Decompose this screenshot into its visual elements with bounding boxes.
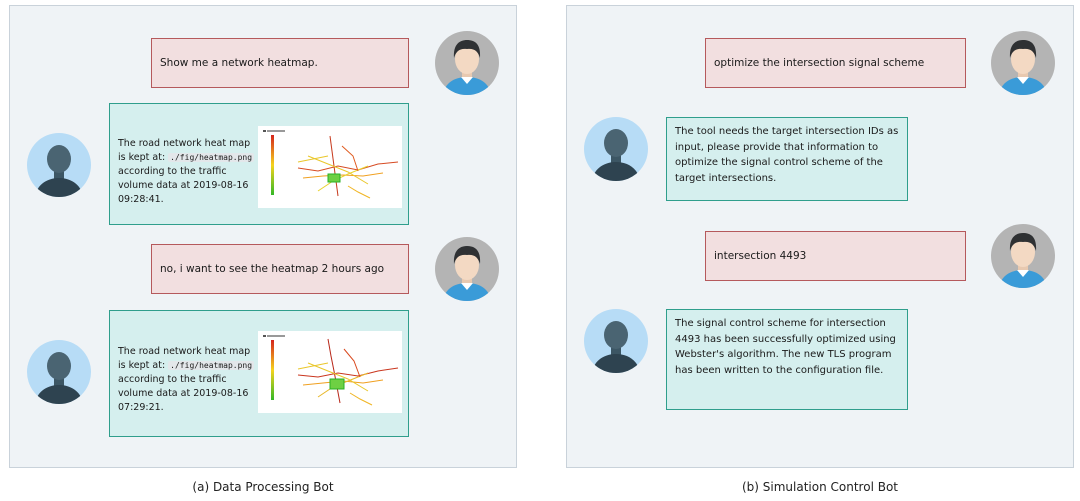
- user-avatar: [435, 237, 499, 301]
- user-message-bubble: no, i want to see the heatmap 2 hours ag…: [151, 244, 409, 294]
- bot-message-bubble: The signal control scheme for intersecti…: [666, 309, 908, 410]
- panel-caption: (b) Simulation Control Bot: [742, 480, 898, 494]
- user-avatar-icon: [443, 246, 491, 301]
- file-path-code: ./fig/heatmap.png: [168, 361, 255, 370]
- user-avatar-icon: [443, 40, 491, 95]
- user-message-text: no, i want to see the heatmap 2 hours ag…: [160, 262, 385, 275]
- bot-avatar-icon: [592, 321, 640, 373]
- bot-avatar: [584, 309, 648, 373]
- user-message-bubble: intersection 4493: [705, 231, 966, 281]
- user-avatar-icon: [999, 233, 1047, 288]
- heatmap-thumbnail: [258, 126, 402, 208]
- bot-message-bubble: The tool needs the target intersection I…: [666, 117, 908, 201]
- user-message-text: optimize the intersection signal scheme: [714, 56, 925, 69]
- user-message-text: intersection 4493: [714, 249, 807, 262]
- bot-avatar: [27, 340, 91, 404]
- bot-avatar-icon: [35, 145, 83, 197]
- bot-message-bubble: The road network heat map is kept at: ./…: [109, 103, 409, 225]
- user-avatar: [435, 31, 499, 95]
- heatmap-thumbnail: [258, 331, 402, 413]
- user-message-bubble: Show me a network heatmap.: [151, 38, 409, 88]
- bot-message-text: The signal control scheme for intersecti…: [675, 318, 896, 376]
- user-message-text: Show me a network heatmap.: [160, 56, 318, 69]
- user-message-bubble: optimize the intersection signal scheme: [705, 38, 966, 88]
- bot-message-text: The road network heat map is kept at: ./…: [118, 346, 255, 413]
- bot-avatar: [584, 117, 648, 181]
- file-path-code: ./fig/heatmap.png: [168, 153, 255, 162]
- user-avatar: [991, 224, 1055, 288]
- user-avatar: [991, 31, 1055, 95]
- bot-avatar-icon: [592, 129, 640, 181]
- bot-avatar: [27, 133, 91, 197]
- bot-message-bubble: The road network heat map is kept at: ./…: [109, 310, 409, 437]
- panel-caption: (a) Data Processing Bot: [192, 480, 334, 494]
- bot-message-text: The tool needs the target intersection I…: [675, 126, 899, 184]
- bot-message-text: The road network heat map is kept at: ./…: [118, 138, 255, 205]
- user-avatar-icon: [999, 40, 1047, 95]
- bot-avatar-icon: [35, 352, 83, 404]
